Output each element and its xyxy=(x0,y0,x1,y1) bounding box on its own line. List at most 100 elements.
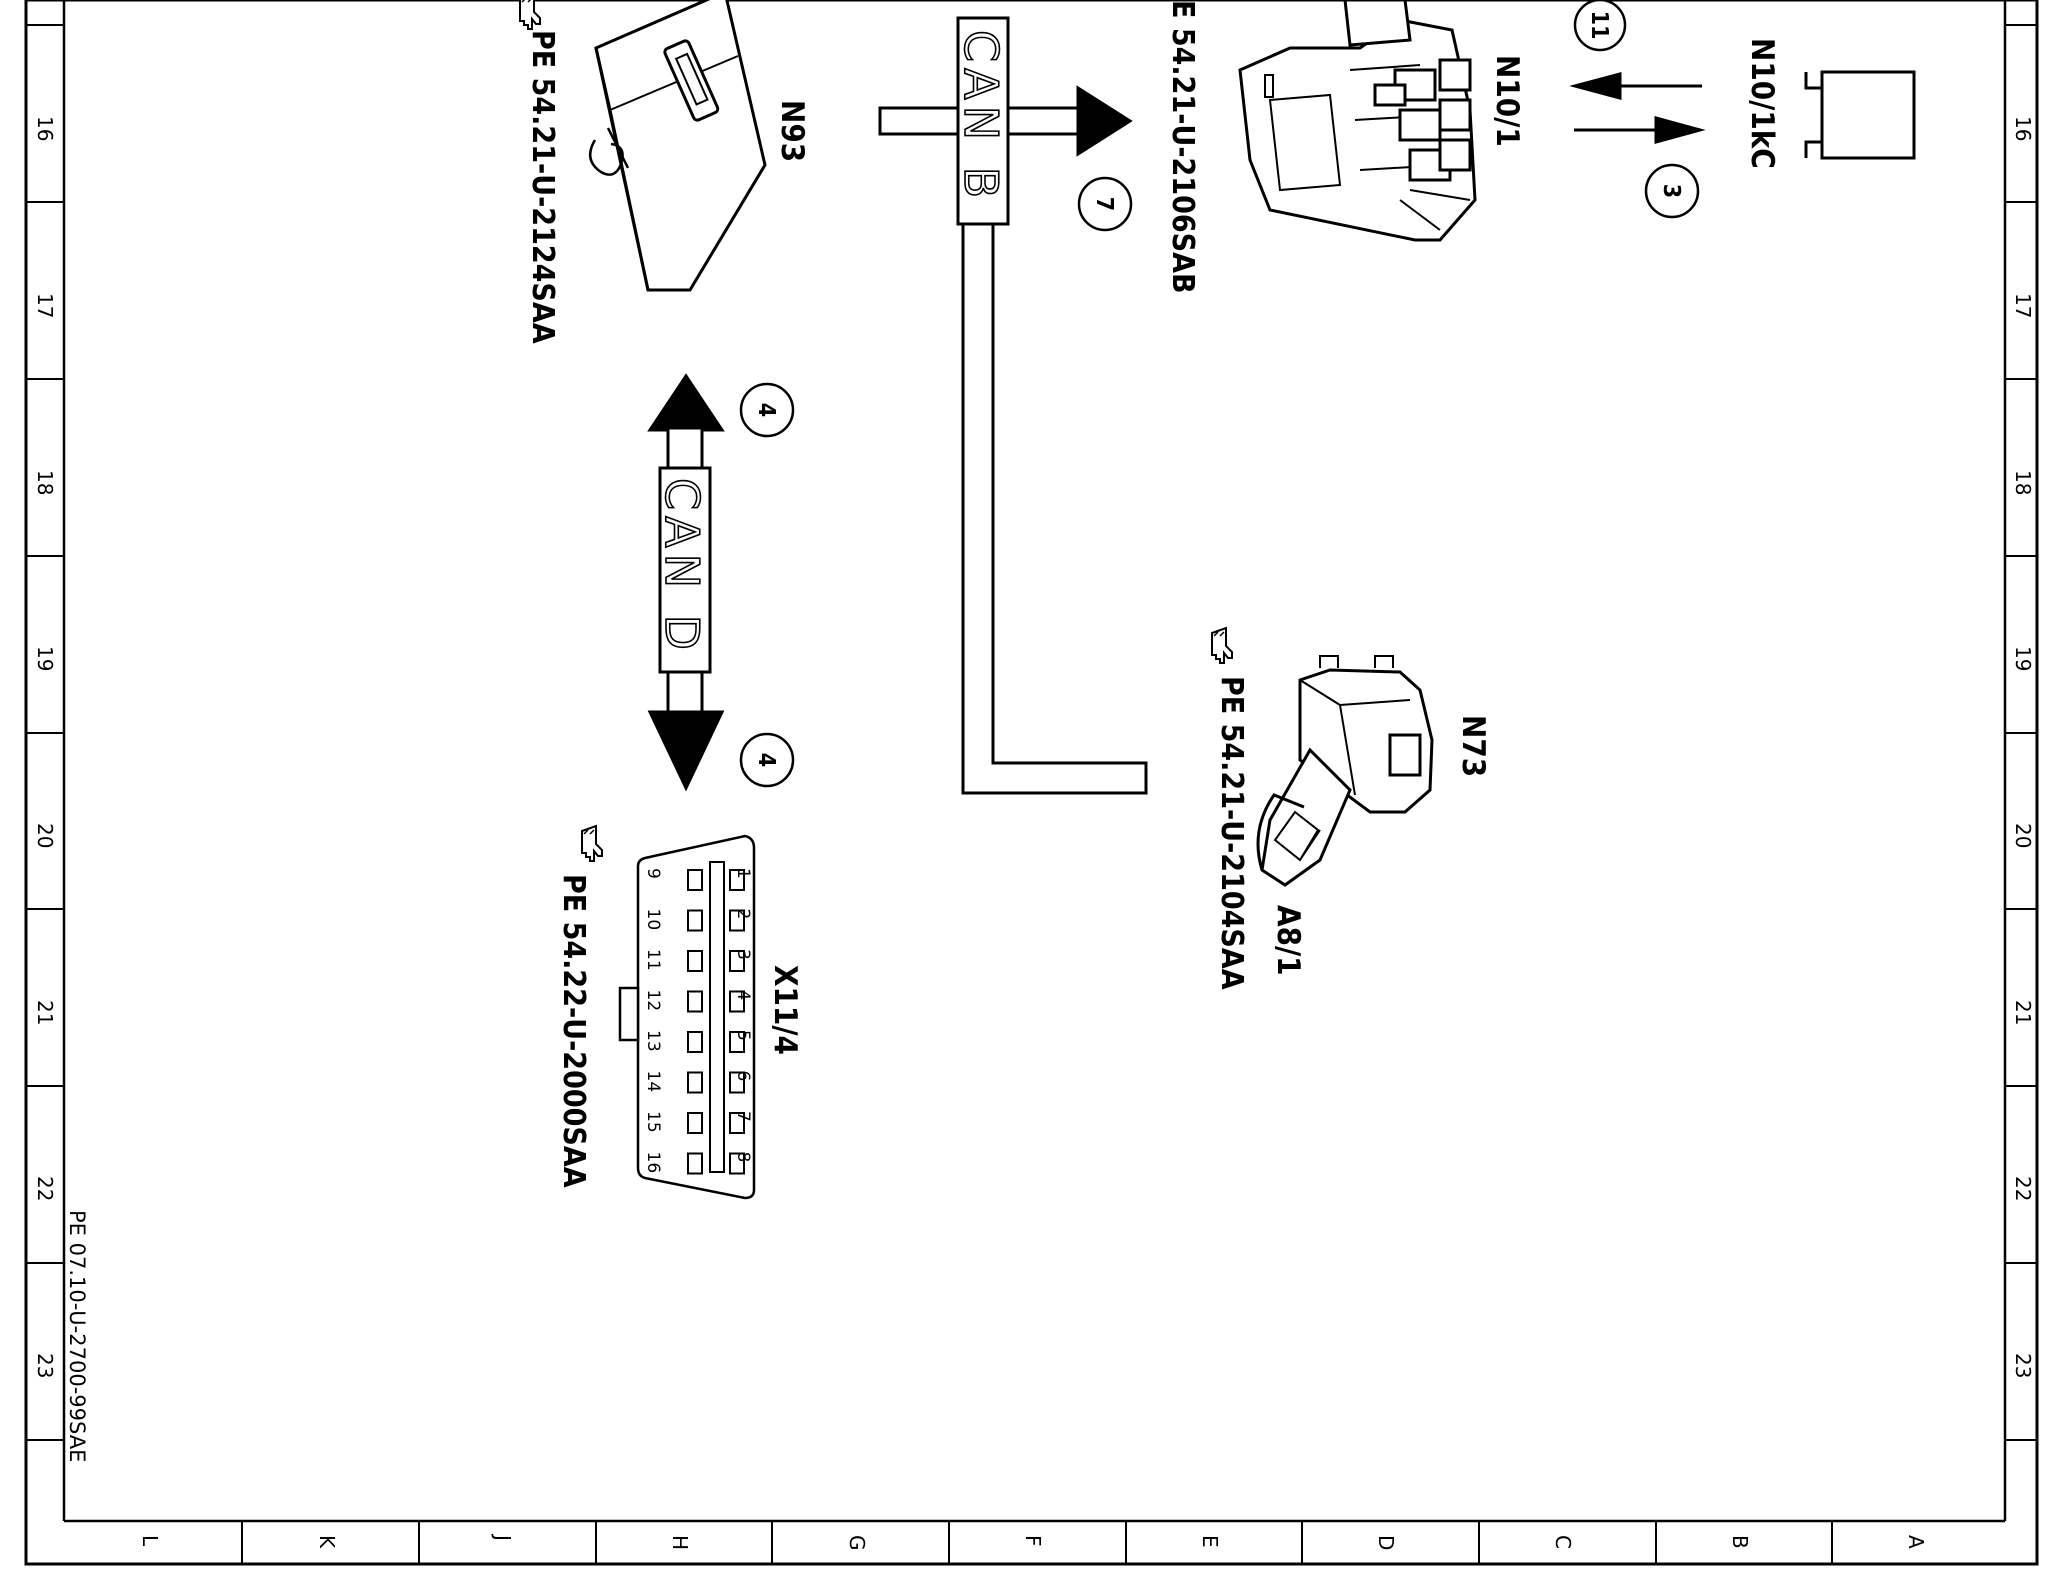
svg-text:11: 11 xyxy=(1586,11,1612,40)
can-d-label: CAN D xyxy=(655,478,709,656)
column-letter: F xyxy=(1021,1535,1045,1547)
pin-top-number: 7 xyxy=(733,1111,753,1122)
drawing-number: PE 07.10-U-2700-99SAE xyxy=(65,1210,89,1462)
row-number: 20 xyxy=(2011,823,2035,848)
column-letters: L K J H G F E D C B A xyxy=(138,1533,1928,1551)
grid-ticks xyxy=(26,24,2037,1564)
marker-3: 3 xyxy=(1644,163,1700,219)
pin-top-socket xyxy=(729,869,745,891)
n73-ref: PE 54.21-U-2104SAA xyxy=(1214,676,1249,990)
pin-bottom-number: 11 xyxy=(643,949,663,971)
column-letter: A xyxy=(1904,1535,1928,1549)
pin-bottom-socket xyxy=(687,869,703,891)
row-number: 23 xyxy=(2011,1353,2035,1378)
row-number: 20 xyxy=(33,823,57,848)
row-number: 23 xyxy=(33,1353,57,1378)
can-b-label: CAN B xyxy=(954,30,1008,204)
marker-7: 7 xyxy=(1077,176,1133,232)
pin-top-number: 8 xyxy=(733,1152,753,1163)
hand-pointer-icon xyxy=(1211,627,1233,664)
column-letter: H xyxy=(668,1535,692,1550)
pin-bottom-number: 15 xyxy=(643,1111,663,1133)
row-number: 21 xyxy=(33,1000,57,1025)
sheet-frame xyxy=(24,0,2039,1566)
pin-top-socket xyxy=(729,1152,745,1175)
row-number: 19 xyxy=(2011,646,2035,671)
pin-top-number: 3 xyxy=(733,949,753,960)
marker-4-bottom: 4 xyxy=(739,732,795,788)
pin-top-number: 1 xyxy=(733,868,753,879)
column-letter: E xyxy=(1198,1535,1222,1548)
svg-text:3: 3 xyxy=(1658,184,1684,198)
pin-bottom-socket xyxy=(687,1152,703,1175)
x11-4-label: X11/4 xyxy=(767,965,803,1055)
hand-pointer-icon xyxy=(581,825,603,862)
can-d-bus xyxy=(647,373,725,792)
column-letter: J xyxy=(491,1533,515,1541)
can-b-bus xyxy=(878,16,1148,795)
n10-1kc-relay xyxy=(1804,70,1916,160)
n93-label: N93 xyxy=(774,100,810,162)
pin-bottom-socket xyxy=(687,950,703,972)
svg-text:7: 7 xyxy=(1091,197,1117,211)
row-number: 17 xyxy=(33,293,57,318)
pin-bottom-socket xyxy=(687,1071,703,1094)
hand-pointer-icon xyxy=(519,0,541,30)
pin-bottom-number: 13 xyxy=(643,1030,663,1052)
marker-4-top: 4 xyxy=(739,382,795,438)
pin-top-number: 4 xyxy=(733,990,753,1001)
n10-1-label: N10/1 xyxy=(1489,55,1525,147)
pin-top-socket xyxy=(729,990,745,1013)
n10-1kc-label: N10/1kC xyxy=(1744,38,1780,169)
pin-bottom-socket xyxy=(687,1031,703,1053)
n10-1-fuse-box xyxy=(1238,0,1477,242)
pin-bottom-number: 14 xyxy=(643,1071,663,1093)
column-letter: C xyxy=(1551,1535,1575,1549)
pin-top-number: 6 xyxy=(733,1071,753,1082)
row-number: 16 xyxy=(2011,116,2035,141)
pin-bottom-number: 12 xyxy=(643,990,663,1012)
row-number: 18 xyxy=(33,470,57,495)
pin-bottom-number: 16 xyxy=(643,1152,663,1174)
pin-top-socket xyxy=(729,1071,745,1094)
row-number: 19 xyxy=(33,646,57,671)
row-number: 18 xyxy=(2011,470,2035,495)
row-number: 16 xyxy=(33,116,57,141)
column-letter: K xyxy=(315,1535,339,1549)
pin-bottom-number: 10 xyxy=(643,909,663,931)
column-letter: G xyxy=(845,1535,869,1551)
row-number: 17 xyxy=(2011,293,2035,318)
signal-arrows xyxy=(1569,72,1706,144)
pin-top-socket xyxy=(729,1031,745,1053)
n10-1-ref: E 54.21-U-2106SAB xyxy=(1165,0,1200,294)
pin-top-socket xyxy=(729,950,745,972)
pin-bottom-socket xyxy=(687,909,703,932)
svg-text:4: 4 xyxy=(753,403,779,417)
x11-4-ref: PE 54.22-U-2000SAA xyxy=(556,874,591,1188)
svg-text:4: 4 xyxy=(753,753,779,767)
row-numbers-left: 16 17 18 19 20 21 22 23 xyxy=(33,116,57,1378)
n93-module xyxy=(588,0,767,292)
pin-bottom-socket xyxy=(687,990,703,1013)
n73-label: N73 xyxy=(1455,715,1491,777)
pin-top-socket xyxy=(729,1112,745,1134)
column-letter: L xyxy=(138,1535,162,1547)
pin-top-socket xyxy=(729,909,745,932)
pin-bottom-socket xyxy=(687,1112,703,1134)
x11-4-diagnostic-connector xyxy=(618,834,756,1200)
row-number: 21 xyxy=(2011,1000,2035,1025)
n73-ignition-switch xyxy=(1256,655,1434,887)
n93-ref: PE 54.21-U-2124SAA xyxy=(525,30,560,344)
row-numbers-right: 16 17 18 19 20 21 22 23 xyxy=(2011,116,2035,1378)
marker-11: 11 xyxy=(1573,0,1627,52)
pin-bottom-number: 9 xyxy=(643,868,663,879)
row-number: 22 xyxy=(2011,1176,2035,1201)
pin-top-number: 5 xyxy=(733,1030,753,1041)
pin-top-number: 2 xyxy=(733,909,753,920)
column-letter: D xyxy=(1374,1535,1398,1550)
row-number: 22 xyxy=(33,1176,57,1201)
column-letter: B xyxy=(1728,1535,1752,1549)
a8-1-label: A8/1 xyxy=(1270,905,1306,976)
